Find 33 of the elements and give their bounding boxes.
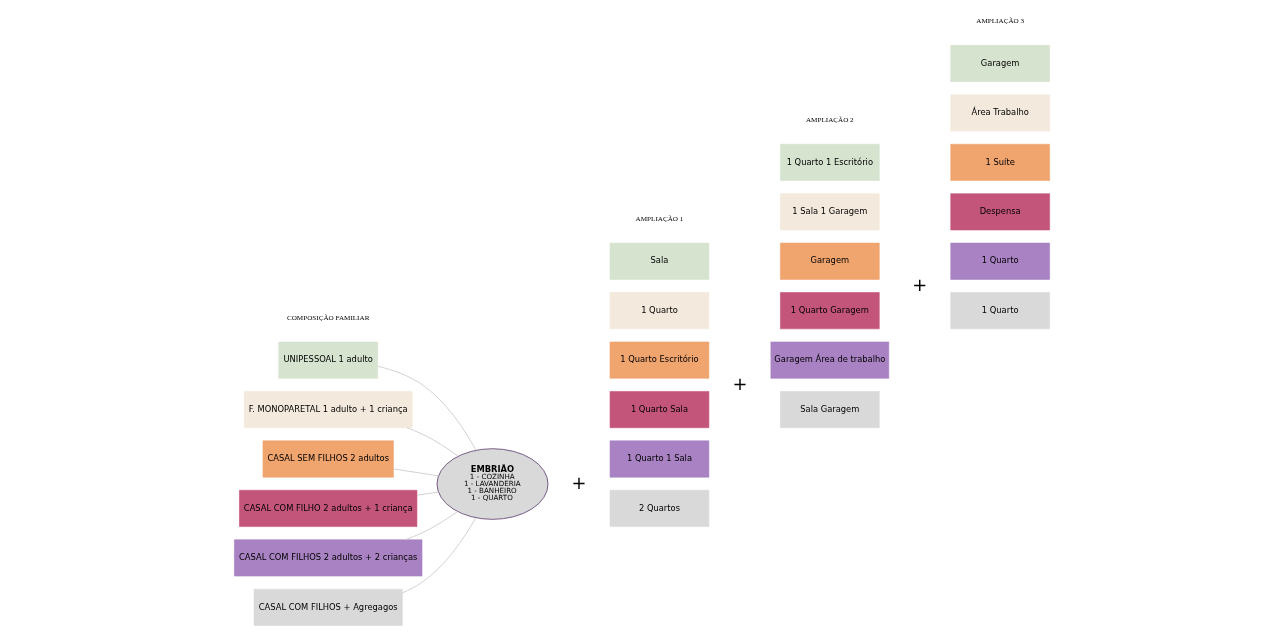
node-box: Sala [609, 242, 709, 280]
node-box: 1 Quarto [609, 292, 709, 330]
node-box: 2 Quartos [609, 490, 709, 527]
node-box: 1 Quarto Escritório [609, 341, 709, 379]
node-box: Sala Garagem [779, 391, 880, 429]
connector [401, 517, 476, 594]
node-box: 1 Quarto Garagem [779, 292, 880, 330]
node-box: 1 Quarto Sala [609, 391, 709, 429]
node-box: 1 Sala 1 Garagem [779, 193, 880, 231]
label: + [571, 471, 587, 493]
node-box: UNIPESSOAL 1 adulto [277, 341, 378, 379]
node-box: Garagem Área de trabalho [770, 341, 889, 379]
connector [392, 468, 439, 477]
connector [404, 511, 458, 541]
node-box: Área Trabalho [949, 94, 1050, 132]
node-box: 1 Quarto 1 Escritório [779, 143, 880, 181]
label: + [911, 273, 927, 295]
node-box: CASAL COM FILHOS + Agregagos [253, 588, 403, 626]
node-box: Garagem [779, 242, 880, 280]
node-box: 1 Quarto [949, 242, 1050, 280]
node-box: Garagem [949, 45, 1050, 82]
node-box: CASAL COM FILHOS 2 adultos + 2 crianças [233, 539, 422, 577]
label: + [731, 372, 747, 394]
connector [416, 491, 439, 496]
node-box: Despensa [949, 193, 1050, 231]
connector [406, 427, 459, 457]
connector [376, 365, 476, 451]
node-box: CASAL COM FILHO 2 adultos + 1 criança [238, 490, 417, 527]
node-box: 1 Quarto 1 Sala [609, 440, 709, 478]
node-box: F. MONOPARETAL 1 adulto + 1 criança [243, 391, 412, 429]
node-box: CASAL SEM FILHOS 2 adultos [262, 440, 394, 478]
node-box: 1 Quarto [949, 292, 1050, 330]
node-box: 1 Suíte [949, 143, 1050, 181]
